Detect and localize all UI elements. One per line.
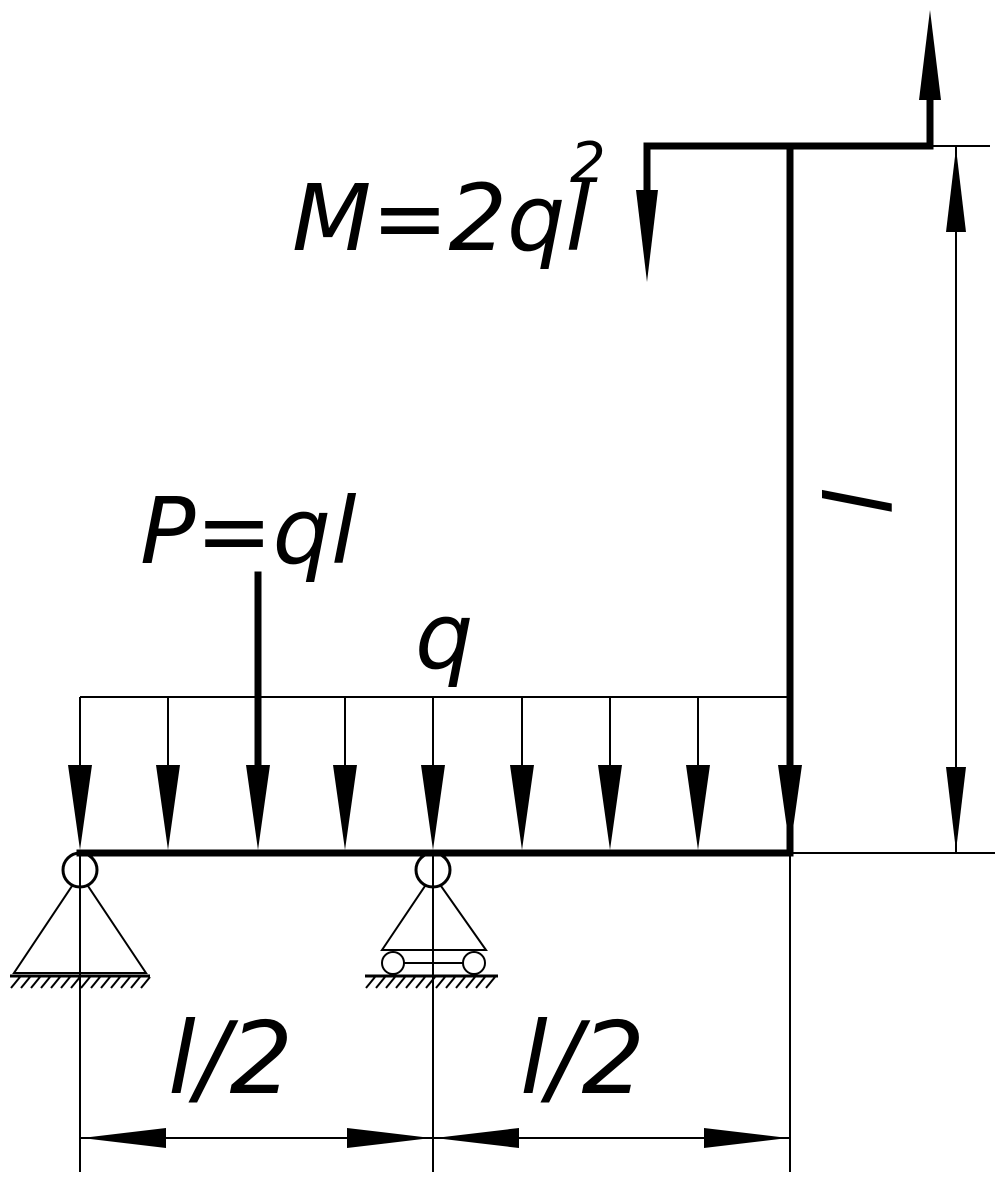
load-arrowhead-9 bbox=[778, 765, 802, 850]
pinned-support-hatching bbox=[10, 976, 151, 989]
distributed-load-arrows bbox=[68, 697, 802, 850]
load-arrowhead-4 bbox=[333, 765, 357, 850]
span-arrow-2 bbox=[347, 1128, 431, 1148]
column-dimension bbox=[790, 145, 995, 854]
point-force-label: P=ql bbox=[140, 478, 357, 585]
roller-support-hatching bbox=[365, 976, 496, 989]
roller-wheel-left bbox=[381, 951, 405, 975]
load-arrowhead-8 bbox=[686, 765, 710, 850]
roller-wheel-right bbox=[462, 951, 486, 975]
moment-couple bbox=[636, 10, 941, 282]
span-left-label: l/2 bbox=[168, 1000, 293, 1117]
distributed-load-label: q bbox=[415, 583, 473, 690]
load-arrowhead-7 bbox=[598, 765, 622, 850]
column-length-label: l bbox=[807, 489, 914, 515]
span-arrow-1 bbox=[82, 1128, 166, 1148]
load-arrowhead-1 bbox=[68, 765, 92, 850]
pinned-support bbox=[10, 851, 151, 989]
moment-exponent: 2 bbox=[570, 131, 606, 196]
distributed-load bbox=[68, 696, 802, 850]
load-arrowhead-6 bbox=[510, 765, 534, 850]
column-dimension-arrow-bottom bbox=[946, 767, 966, 851]
span-arrow-3 bbox=[435, 1128, 519, 1148]
point-force-arrowhead bbox=[246, 765, 270, 850]
point-force bbox=[246, 571, 270, 850]
span-dimension bbox=[79, 853, 791, 1172]
load-arrowhead-2 bbox=[156, 765, 180, 850]
moment-label: M=2ql bbox=[292, 165, 591, 272]
moment-right-arrowhead bbox=[919, 10, 941, 100]
column-dimension-arrow-top bbox=[946, 148, 966, 232]
span-right-label: l/2 bbox=[520, 1000, 645, 1117]
load-arrowhead-5 bbox=[421, 765, 445, 850]
span-arrow-4 bbox=[704, 1128, 788, 1148]
moment-left-arrowhead bbox=[636, 190, 658, 282]
roller-support bbox=[365, 851, 498, 989]
